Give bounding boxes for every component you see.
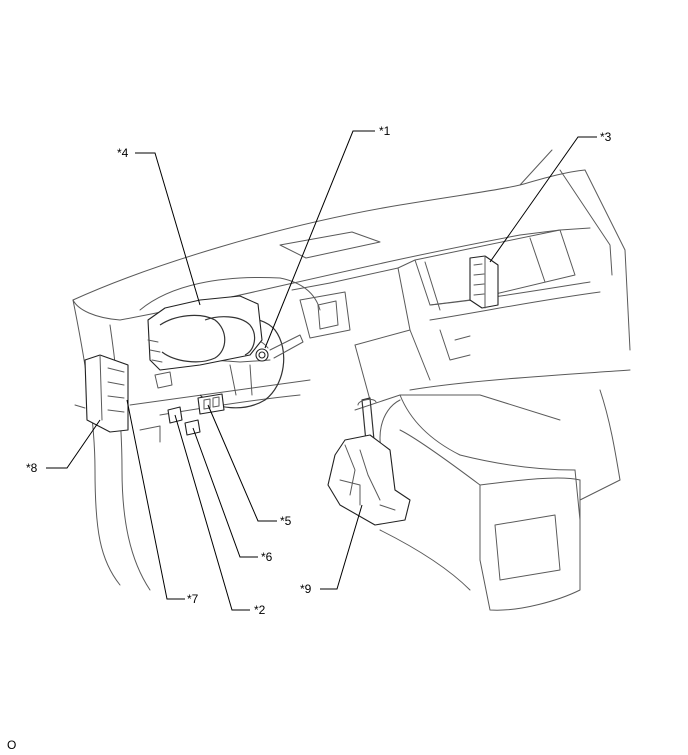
callout-8: *8	[26, 461, 38, 475]
callout-9: *9	[300, 582, 312, 596]
callout-2: *2	[254, 603, 266, 617]
callout-6: *6	[261, 550, 273, 564]
callout-1: *1	[379, 124, 391, 138]
callout-labels: *1 *2 *3 *4 *5 *6 *7 *8 *9	[26, 124, 612, 617]
component-9-shift-assembly	[327, 434, 411, 526]
component-3-ecu-passenger	[469, 255, 499, 309]
callout-7: *7	[187, 592, 199, 606]
callout-5: *5	[280, 514, 292, 528]
component-5-switch-panel	[197, 393, 225, 415]
component-6-connector	[184, 419, 201, 436]
component-4-combination-meter	[147, 295, 263, 389]
callout-4: *4	[117, 146, 129, 160]
callout-3: *3	[600, 130, 612, 144]
component-8-ecu-left	[74, 354, 129, 433]
illustration-code: O	[7, 738, 17, 752]
leader-lines	[46, 130, 597, 611]
component-1-switch	[255, 348, 269, 362]
